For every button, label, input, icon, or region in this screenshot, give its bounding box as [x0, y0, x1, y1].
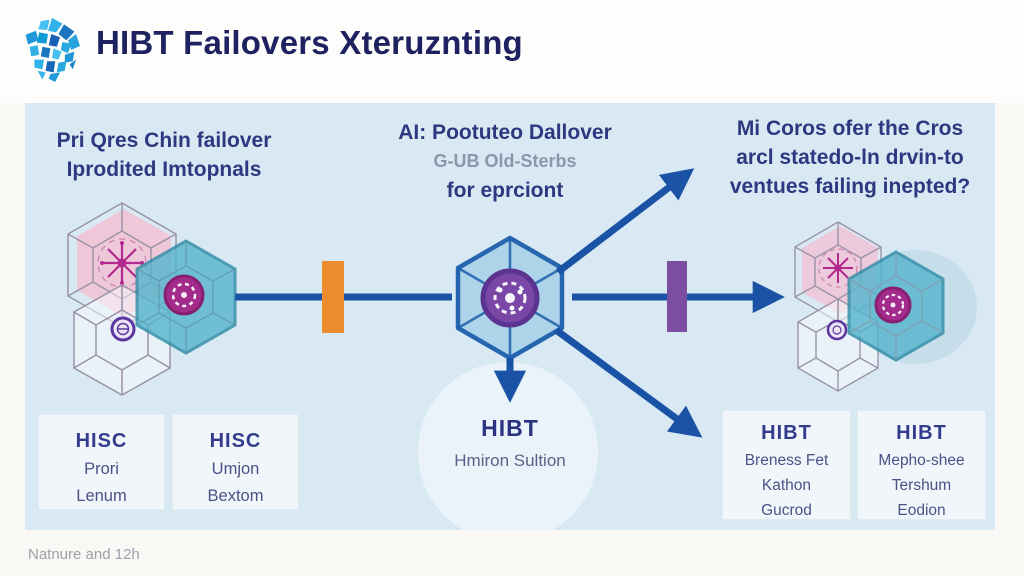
right-box-2-line2: Tershum — [891, 477, 952, 494]
left-box-2-line2: Bextom — [207, 487, 264, 505]
center-node-title: HIBT — [481, 415, 539, 441]
left-heading: Pri Qres Chin failover Iprodited Imtopna… — [24, 126, 304, 184]
center-node-subtitle: Hmiron Sultion — [454, 451, 566, 470]
left-box-1-title: HISC — [75, 430, 128, 452]
left-heading-line1: Pri Qres Chin failover — [56, 129, 272, 152]
center-node-label: HIBT Hmiron Sultion — [418, 415, 602, 471]
right-box-1-line2: Kathon — [761, 477, 812, 494]
center-heading-line2: G-UB Old-Sterbs — [433, 151, 577, 171]
right-box-2-line1: Mepho-shee — [878, 452, 965, 469]
center-heading: AI: Pootuteo Dallover G-UB Old-Sterbs fo… — [360, 118, 650, 205]
right-box-2-line3: Eodion — [897, 502, 946, 519]
right-heading-line2: arcl statedo-ln drvin-to — [736, 146, 964, 169]
left-box-2-line1: Umjon — [211, 460, 260, 478]
right-box-2-title: HIBT — [896, 422, 947, 444]
left-box-1-line2: Lenum — [76, 487, 127, 505]
right-box-1-line1: Breness Fet — [744, 452, 829, 469]
left-box-2: HISC Umjon Bextom — [172, 414, 299, 510]
left-box-1-line1: Prori — [84, 460, 119, 478]
footer-caption: Natnure and 12h — [28, 546, 140, 563]
left-heading-line2: Iprodited Imtopnals — [66, 158, 262, 181]
right-box-1-line3: Gucrod — [761, 502, 812, 519]
left-box-2-title: HISC — [209, 430, 262, 452]
right-heading-line3: ventues failing inepted? — [729, 175, 971, 198]
right-heading-line1: Mi Coros ofer the Cros — [736, 117, 964, 140]
center-heading-line1: AI: Pootuteo Dallover — [398, 121, 612, 144]
right-heading: Mi Coros ofer the Cros arcl statedo-ln d… — [706, 114, 994, 201]
right-box-2: HIBT Mepho-shee Tershum Eodion — [857, 410, 986, 520]
left-box-1: HISC Prori Lenum — [38, 414, 165, 510]
right-box-1-title: HIBT — [761, 422, 812, 444]
hexagon-mosaic-logo-icon — [25, 18, 80, 82]
center-heading-line3: for eprciont — [446, 179, 564, 202]
header-band — [0, 0, 1024, 103]
right-box-1: HIBT Breness Fet Kathon Gucrod — [722, 410, 851, 520]
page-title: HIBT Failovers Xteruznting — [96, 24, 523, 61]
